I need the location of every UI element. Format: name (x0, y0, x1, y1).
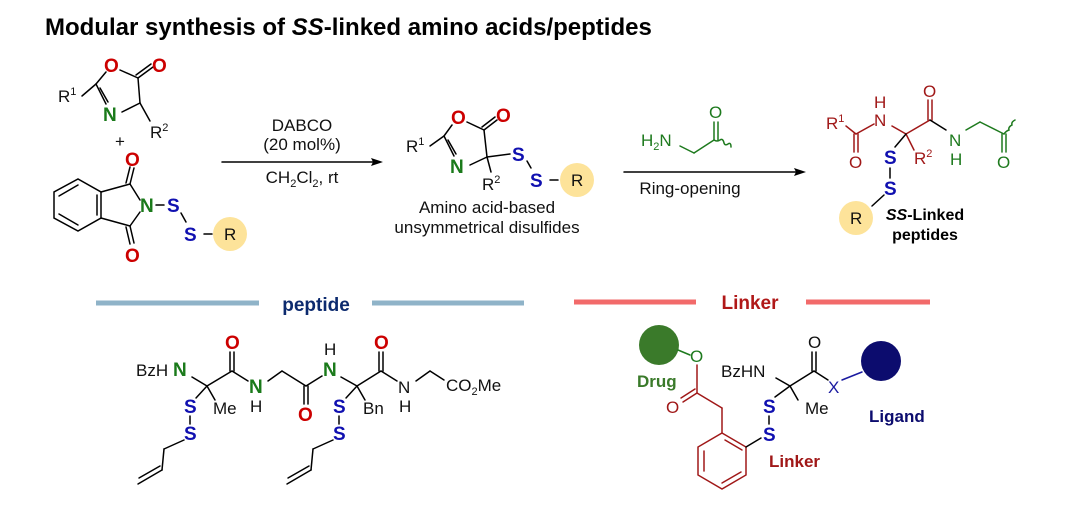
peptide-s1: S (184, 397, 197, 418)
intermediate-sulfur-1: S (512, 145, 525, 166)
linker-x: X (828, 378, 839, 397)
intermediate-sulfur-2: S (530, 171, 543, 192)
linker-s1: S (763, 397, 776, 418)
r1-label: R1 (58, 86, 76, 106)
peptide-o1: O (225, 333, 240, 354)
product-r-circle (839, 201, 873, 235)
product-sulfur-1: S (884, 148, 897, 169)
product-r2: R2 (914, 148, 932, 168)
r-group-circle (213, 217, 247, 251)
title-prefix: Modular synthesis of (45, 14, 292, 41)
reactant-oxazolone: O O N R1 R2 (58, 56, 168, 142)
peptide-example-structure: BzH N O N H O H N O N H CO2Me Me Bn (136, 333, 501, 485)
product-r1: R1 (826, 113, 844, 133)
linker-ester-oxygen: O (690, 347, 703, 366)
r2-label: R2 (150, 122, 168, 142)
peptide-section-header: peptide (96, 295, 524, 316)
intermediate-caption-1: Amino acid-based (419, 198, 555, 217)
r-group-label: R (224, 225, 236, 244)
peptide-s2: S (184, 424, 197, 445)
linker-bzhn: BzHN (721, 362, 765, 381)
phthalimide-nitrogen: N (140, 196, 154, 217)
peptide-n1: N (173, 360, 187, 381)
glycine-amine: H2N (641, 131, 672, 153)
oxazolone-ring-oxygen: O (104, 56, 119, 77)
peptide-bn: Bn (363, 399, 384, 418)
product-n2: N (949, 131, 961, 150)
reactant-thiophthalimide: O O N S S R (53, 150, 247, 267)
intermediate-disulfide: O O N S S R R1 R2 Amino acid-based unsym… (394, 106, 594, 237)
linker-amide-oxygen: O (808, 333, 821, 352)
peptide-n4: N (398, 378, 410, 397)
product-h2: H (950, 150, 962, 169)
reaction-arrow-1: DABCO (20 mol%) CH2Cl2, rt (221, 116, 383, 190)
peptide-h4: H (399, 397, 411, 416)
plus-sign: + (115, 132, 125, 151)
sulfur-2: S (184, 225, 197, 246)
linker-section-header: Linker (574, 293, 930, 314)
linker-me: Me (805, 399, 829, 418)
title-italic: SS (291, 14, 324, 41)
oxazolone-nitrogen: N (103, 105, 117, 126)
drug-label: Drug (637, 372, 677, 391)
peptide-bzh: BzH (136, 361, 168, 380)
ligand-circle-icon (861, 341, 901, 381)
peptide-h3: H (324, 340, 336, 359)
product-nh-n: N (874, 111, 886, 130)
intermediate-ring-oxygen: O (451, 108, 466, 129)
linker-example-structure: Drug O O S S BzHN O X Me Ligand Linker (637, 325, 925, 490)
intermediate-nitrogen: N (450, 157, 464, 178)
phthalimide-top-oxygen: O (125, 150, 140, 171)
oxazolone-carbonyl-oxygen: O (152, 56, 167, 77)
peptide-me: Me (213, 399, 237, 418)
linker-carbonyl-oxygen: O (666, 398, 679, 417)
title-suffix: -linked amino acids/peptides (323, 14, 652, 41)
product-o3: O (997, 153, 1010, 172)
peptide-h2: H (250, 397, 262, 416)
product-caption-1: SS-Linked (886, 207, 964, 224)
product-nh-h: H (874, 93, 886, 112)
product-o2: O (923, 82, 936, 101)
intermediate-carbonyl-oxygen: O (496, 106, 511, 127)
product-wavy-bond-icon (1003, 119, 1016, 135)
ring-opening-label: Ring-opening (639, 179, 740, 198)
peptide-ester: CO2Me (446, 376, 501, 398)
intermediate-r1: R1 (406, 136, 424, 156)
intermediate-r-circle (560, 163, 594, 197)
product-r-label: R (850, 209, 862, 228)
reagent-dabco: DABCO (272, 116, 332, 135)
product-ss-linked-peptide: R1 O H N O R2 S S R N H O SS-Linked pept… (826, 82, 1016, 244)
phthalimide-bottom-oxygen: O (125, 246, 140, 267)
intermediate-r2: R2 (482, 174, 500, 194)
sulfur-1: S (167, 196, 180, 217)
linker-s2: S (763, 425, 776, 446)
drug-circle-icon (639, 325, 679, 365)
product-sulfur-2: S (884, 179, 897, 200)
solvent-conditions: CH2Cl2, rt (266, 168, 339, 190)
peptide-o3: O (374, 333, 389, 354)
ligand-label: Ligand (869, 407, 925, 426)
linker-section-label: Linker (721, 293, 779, 314)
intermediate-r-label: R (571, 171, 583, 190)
wavy-bond-icon (713, 138, 732, 148)
product-caption-2: peptides (892, 227, 958, 244)
peptide-s4: S (333, 424, 346, 445)
peptide-n2: N (249, 377, 263, 398)
product-o1: O (849, 153, 862, 172)
peptide-o2: O (298, 405, 313, 426)
peptide-section-label: peptide (282, 295, 350, 316)
peptide-s3: S (333, 397, 346, 418)
peptide-n3: N (323, 360, 337, 381)
reaction-arrow-2: H2N O Ring-opening (623, 103, 806, 198)
reagent-loading: (20 mol%) (263, 135, 340, 154)
intermediate-caption-2: unsymmetrical disulfides (394, 218, 579, 237)
glycine-oxygen: O (709, 103, 722, 122)
page-title: Modular synthesis of SS-linked amino aci… (45, 14, 652, 42)
linker-label: Linker (769, 452, 820, 471)
